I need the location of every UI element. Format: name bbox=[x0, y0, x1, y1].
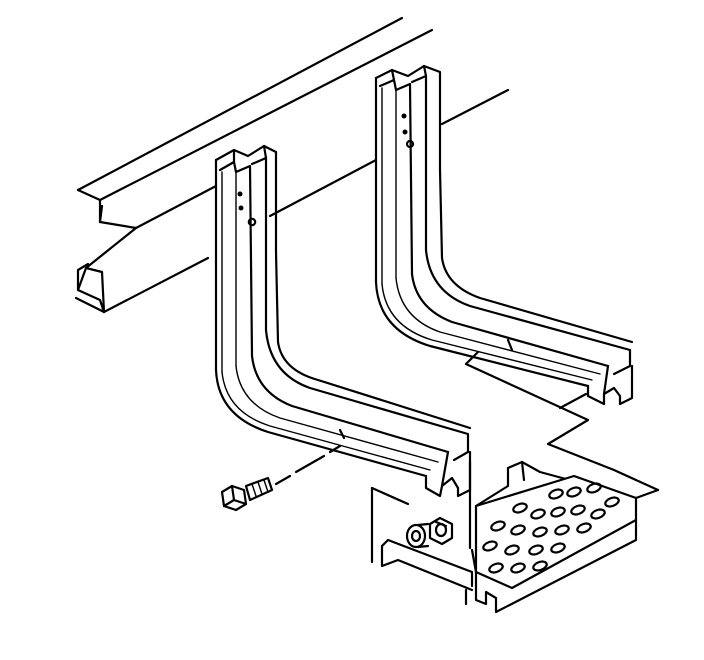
frame-rail bbox=[74, 16, 510, 314]
front-step-bracket bbox=[214, 144, 472, 498]
bolt-centerline bbox=[274, 444, 342, 486]
bolt bbox=[220, 476, 274, 512]
rear-step-bracket bbox=[374, 64, 634, 406]
washer bbox=[405, 522, 430, 549]
step-tread bbox=[380, 460, 660, 614]
nut bbox=[428, 516, 454, 546]
step-perforations bbox=[482, 482, 620, 574]
step-outline-leaders bbox=[370, 350, 660, 564]
